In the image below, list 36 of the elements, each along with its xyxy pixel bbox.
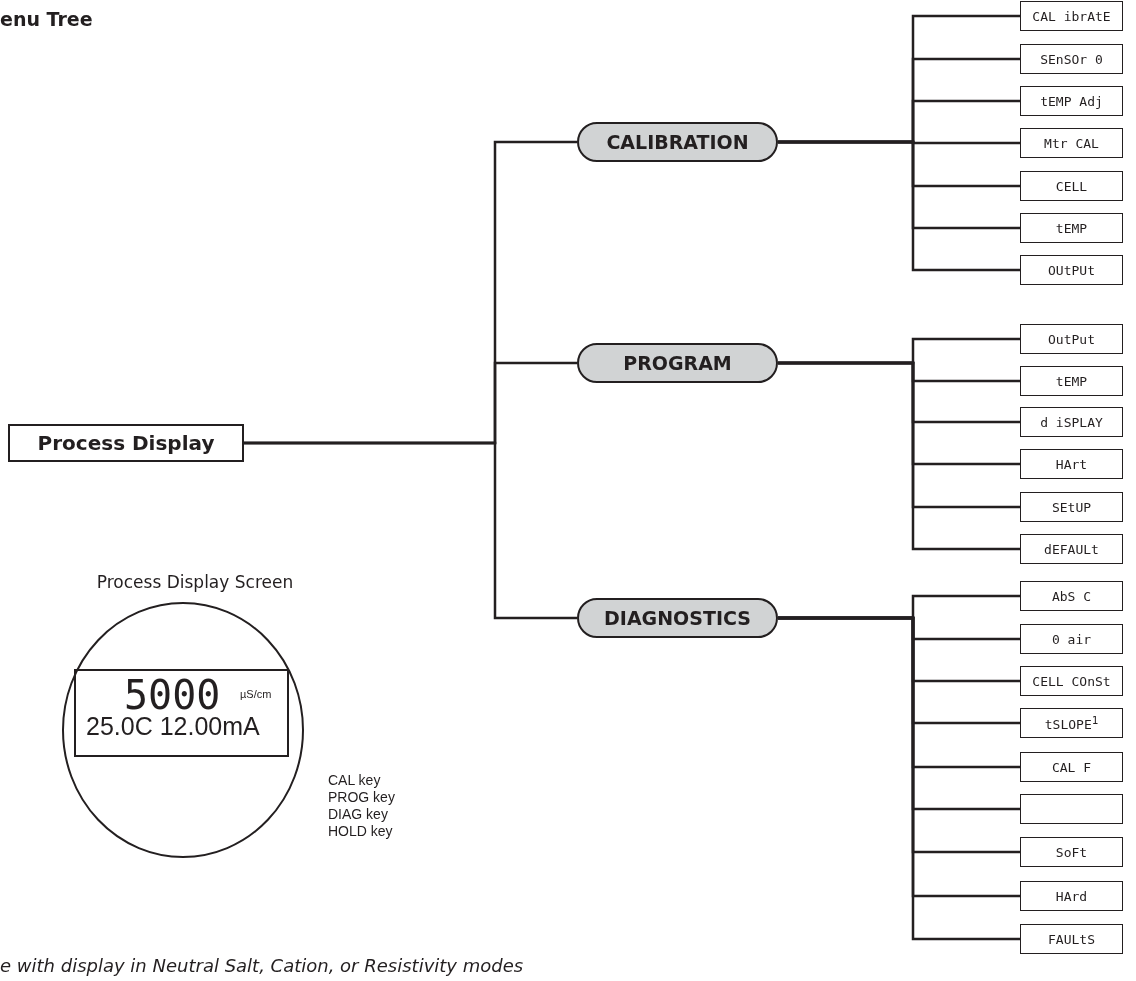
menu-option-box: HArd <box>1020 881 1123 911</box>
key-label: CAL key <box>328 772 381 788</box>
key-label: DIAG key <box>328 806 388 822</box>
menu-option-box: CAL ibrAtE <box>1020 1 1123 31</box>
connector-line <box>778 140 1020 272</box>
menu-option-box: CELL <box>1020 171 1123 201</box>
diagram-title: enu Tree <box>0 8 93 30</box>
menu-box: Process Display <box>8 424 244 462</box>
menu-option-box: SEtUP <box>1020 492 1123 522</box>
display-reading: 5000 <box>124 675 221 715</box>
menu-option-box: tSLOPE$^{1}$ <box>1020 708 1123 738</box>
menu-option-box: HArt <box>1020 449 1123 479</box>
menu-option-box: d iSPLAY <box>1020 407 1123 437</box>
menu-option-box: FAULtS <box>1020 924 1123 954</box>
key-label: PROG key <box>328 789 395 805</box>
connector-line <box>244 441 577 620</box>
menu-option-box: SEnSOr 0 <box>1020 44 1123 74</box>
menu-option-box: 0 air <box>1020 624 1123 654</box>
menu-option-box: tEMP <box>1020 213 1123 243</box>
display-reading: 25.0C 12.00mA <box>86 712 260 741</box>
screen-caption: Process Display Screen <box>95 572 295 592</box>
menu-option-box: dEFAULt <box>1020 534 1123 564</box>
menu-option-box: OUtPUt <box>1020 255 1123 285</box>
menu-option-box: tEMP Adj <box>1020 86 1123 116</box>
menu-option-box: CELL COnSt <box>1020 666 1123 696</box>
footnote: e with display in Neutral Salt, Cation, or Resistivity modes <box>0 955 524 976</box>
menu-option-box: SoFt <box>1020 837 1123 867</box>
menu-option-box: AbS C <box>1020 581 1123 611</box>
key-label: HOLD key <box>328 823 393 839</box>
menu-option-box: tEMP <box>1020 366 1123 396</box>
blank-option-box <box>1020 794 1123 824</box>
menu-option-box: OutPut <box>1020 324 1123 354</box>
menu-option-box: CAL F <box>1020 752 1123 782</box>
connector-line <box>778 361 1020 551</box>
menu-option-box: Mtr CAL <box>1020 128 1123 158</box>
unit-label: µS/cm <box>240 688 272 700</box>
